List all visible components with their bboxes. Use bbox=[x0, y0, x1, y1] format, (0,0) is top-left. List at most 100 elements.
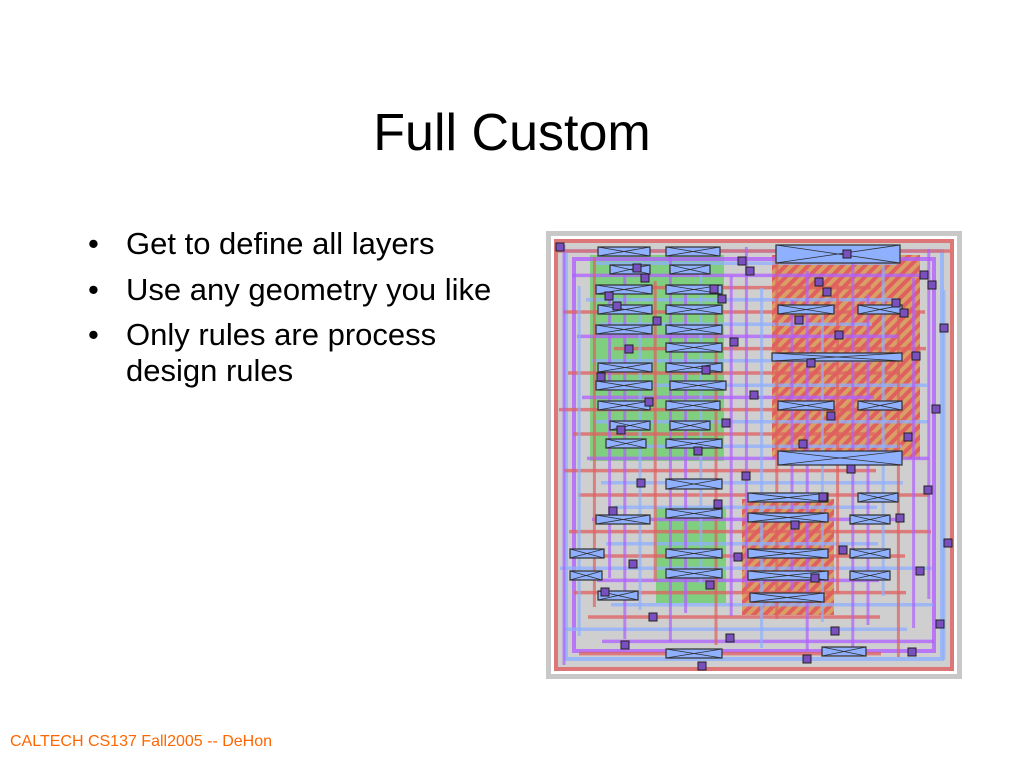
bullet-list: Get to define all layers Use any geometr… bbox=[84, 226, 514, 398]
cell-mark bbox=[595, 514, 651, 525]
contact-via bbox=[907, 647, 917, 657]
contact-via bbox=[596, 372, 606, 382]
contact-via bbox=[943, 538, 953, 548]
bullet-item: Use any geometry you like bbox=[84, 272, 514, 308]
contact-via bbox=[733, 552, 743, 562]
contact-via bbox=[612, 301, 622, 311]
contact-via bbox=[697, 661, 707, 671]
cell-mark bbox=[777, 400, 835, 411]
contact-via bbox=[915, 566, 925, 576]
cell-mark bbox=[569, 570, 603, 581]
contact-via bbox=[794, 315, 804, 325]
contact-via bbox=[701, 365, 711, 375]
contact-via bbox=[911, 351, 921, 361]
cell-mark bbox=[849, 548, 891, 559]
contact-via bbox=[600, 587, 610, 597]
contact-via bbox=[640, 273, 650, 283]
contact-via bbox=[846, 464, 856, 474]
cell-mark bbox=[665, 246, 721, 257]
contact-via bbox=[608, 506, 618, 516]
contact-via bbox=[620, 640, 630, 650]
cell-mark bbox=[665, 362, 723, 373]
contact-via bbox=[713, 499, 723, 509]
cell-mark bbox=[665, 508, 723, 519]
cell-mark bbox=[849, 570, 891, 581]
bullet-item: Only rules are process design rules bbox=[84, 317, 514, 388]
contact-via bbox=[652, 316, 662, 326]
contact-via bbox=[790, 520, 800, 530]
cell-mark bbox=[669, 420, 711, 431]
cell-mark bbox=[665, 324, 723, 335]
contact-via bbox=[636, 478, 646, 488]
cell-mark bbox=[665, 568, 723, 579]
routing-ring bbox=[572, 257, 936, 653]
cell-mark bbox=[665, 548, 723, 559]
contact-via bbox=[749, 390, 759, 400]
contact-via bbox=[604, 291, 614, 301]
contact-via bbox=[842, 249, 852, 259]
contact-via bbox=[628, 559, 638, 569]
cell-mark bbox=[569, 548, 605, 559]
cell-mark bbox=[665, 400, 721, 411]
vlsi-layout-image bbox=[546, 231, 962, 679]
contact-via bbox=[923, 485, 933, 495]
contact-via bbox=[705, 580, 715, 590]
contact-via bbox=[895, 513, 905, 523]
contact-via bbox=[935, 619, 945, 629]
cell-mark bbox=[605, 438, 647, 449]
contact-via bbox=[834, 330, 844, 340]
cell-mark bbox=[771, 352, 903, 362]
cell-mark bbox=[597, 400, 651, 411]
layout-svg bbox=[546, 231, 962, 679]
contact-via bbox=[721, 418, 731, 428]
contact-via bbox=[830, 626, 840, 636]
contact-via bbox=[802, 654, 812, 664]
cell-mark bbox=[821, 646, 867, 657]
contact-via bbox=[931, 404, 941, 414]
contact-via bbox=[725, 633, 735, 643]
contact-via bbox=[745, 266, 755, 276]
contact-via bbox=[903, 432, 913, 442]
cell-mark bbox=[665, 648, 723, 659]
cell-mark bbox=[597, 362, 653, 373]
contact-via bbox=[798, 439, 808, 449]
contact-via bbox=[838, 545, 848, 555]
contact-via bbox=[810, 573, 820, 583]
cell-mark bbox=[665, 438, 723, 449]
contact-via bbox=[822, 287, 832, 297]
cell-mark bbox=[665, 342, 723, 353]
contact-via bbox=[709, 284, 719, 294]
cell-mark bbox=[747, 512, 829, 523]
cell-mark bbox=[749, 592, 825, 603]
cell-mark bbox=[669, 264, 711, 275]
contact-via bbox=[899, 308, 909, 318]
cell-mark bbox=[665, 304, 723, 315]
cell-mark bbox=[777, 304, 835, 315]
contact-via bbox=[891, 298, 901, 308]
contact-via bbox=[826, 411, 836, 421]
cell-mark bbox=[597, 304, 653, 315]
contact-via bbox=[927, 280, 937, 290]
cell-mark bbox=[775, 244, 901, 264]
contact-via bbox=[737, 256, 747, 266]
contact-via bbox=[806, 358, 816, 368]
contact-via bbox=[648, 612, 658, 622]
cell-mark bbox=[747, 570, 829, 581]
cell-mark bbox=[777, 450, 903, 466]
cell-mark bbox=[857, 400, 903, 411]
bullet-item: Get to define all layers bbox=[84, 226, 514, 262]
contact-via bbox=[717, 294, 727, 304]
contact-via bbox=[644, 397, 654, 407]
contact-via bbox=[919, 270, 929, 280]
contact-via bbox=[624, 344, 634, 354]
contact-via bbox=[693, 446, 703, 456]
contact-via bbox=[616, 425, 626, 435]
cell-mark bbox=[597, 246, 651, 257]
contact-via bbox=[818, 492, 828, 502]
cell-mark bbox=[747, 492, 829, 503]
cell-mark bbox=[595, 380, 653, 391]
contact-via bbox=[939, 323, 949, 333]
cell-mark bbox=[597, 590, 639, 601]
cell-mark bbox=[669, 380, 727, 391]
slide-title: Full Custom bbox=[373, 104, 651, 162]
